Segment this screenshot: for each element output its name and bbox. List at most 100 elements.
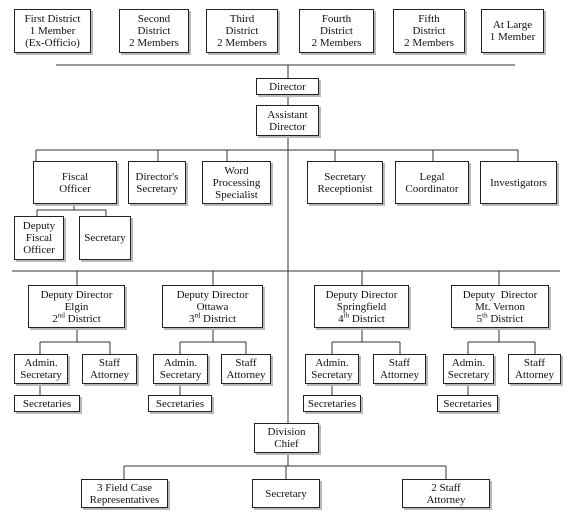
ottawa-attorney-line-1: Staff	[235, 357, 257, 369]
assistant-director-line-1: Assistant	[267, 108, 308, 121]
springfield-city: Springfield	[336, 300, 387, 313]
elgin-district-suffix: nd	[57, 310, 65, 319]
springfield-secretaries-label: Secretaries	[307, 397, 357, 410]
springfield-admin-line-1: Admin.	[315, 357, 349, 369]
springfield-attorney-line-1: Staff	[388, 357, 411, 369]
ottawa-admin-line-2: Secretary	[159, 369, 202, 381]
ottawa-admin-secretary-box: Admin.Secretary	[153, 354, 208, 384]
board-at-large-line-1: At Large	[492, 19, 533, 31]
division-attorney-line-1: 2 Staff	[431, 481, 461, 494]
deputy-fiscal-line-2: Fiscal	[25, 232, 53, 244]
legal-coordinator-line-1: Legal	[419, 170, 445, 183]
springfield-district-word: District	[351, 312, 385, 325]
ottawa-district-suffix: rd	[194, 310, 201, 319]
mt-vernon-admin-line-1: Admin.	[451, 357, 486, 369]
springfield-attorney-line-2: Attorney	[379, 369, 420, 381]
word-processing-line-1: Word	[224, 164, 249, 177]
elgin-attorney-line-2: Attorney	[89, 369, 130, 381]
director-label: Director	[269, 80, 306, 93]
board-first-line-3: (Ex-Officio)	[25, 37, 80, 49]
directors-secretary-line-2: Secretary	[136, 182, 178, 195]
fiscal-officer-line-1: Fiscal	[61, 170, 89, 183]
investigators-label: Investigators	[490, 176, 547, 189]
ottawa-district-word: District	[203, 312, 237, 325]
secretary-receptionist-line-1: Secretary	[324, 170, 366, 183]
word-processing-line-3: Specialist	[215, 188, 258, 201]
springfield-admin-line-2: Secretary	[311, 369, 353, 381]
board-first-line-2: 1 Member	[29, 25, 76, 37]
division-secretary-label: Secretary	[265, 487, 307, 500]
fiscal-secretary-label: Secretary	[84, 232, 126, 244]
mt-vernon-district-word: District	[490, 312, 524, 325]
board-third-line-1: Third	[229, 13, 255, 25]
board-fifth-line-1: Fifth	[418, 13, 440, 25]
board-second-line-2: District	[137, 25, 171, 37]
mt-vernon-district-number: 5	[476, 312, 483, 325]
word-processing-line-2: Processing	[212, 176, 261, 189]
elgin-district-number: 2	[52, 312, 58, 325]
ottawa-secretaries-label: Secretaries	[155, 397, 205, 410]
board-second-line-1: Second	[137, 13, 171, 25]
division-chief-line-1: Division	[267, 426, 306, 438]
field-reps-line-2: Representatives	[89, 493, 160, 506]
secretary-receptionist-line-2: Receptionist	[317, 182, 373, 195]
mt-vernon-title: Deputy Director	[462, 288, 538, 301]
elgin-district-word: District	[67, 312, 101, 325]
mt-vernon-admin-secretary-box: Admin.Secretary	[443, 354, 494, 384]
board-fourth-line-2: District	[319, 25, 353, 37]
mt-vernon-admin-line-2: Secretary	[447, 369, 490, 381]
board-third-line-3: 2 Members	[217, 37, 267, 49]
director-box: Director	[256, 78, 319, 95]
fiscal-secretary-box: Secretary	[79, 216, 131, 260]
ottawa-city: Ottawa	[196, 300, 229, 313]
board-second-line-3: 2 Members	[129, 37, 179, 49]
mt-vernon-district-suffix: th	[482, 310, 488, 319]
ottawa-secretaries-box: Secretaries	[148, 395, 212, 412]
division-attorney-line-2: Attorney	[426, 493, 466, 506]
ottawa-district-number: 3	[188, 312, 195, 325]
elgin-admin-secretary-box: Admin.Secretary	[14, 354, 68, 384]
deputy-fiscal-line-3: Officer	[23, 244, 55, 256]
division-chief-line-2: Chief	[274, 438, 299, 450]
board-first-line-1: First District	[24, 13, 81, 25]
mt-vernon-secretaries-box: Secretaries	[437, 395, 498, 412]
fiscal-officer-line-2: Officer	[59, 182, 91, 195]
board-fifth-line-2: District	[412, 25, 446, 37]
elgin-admin-line-2: Secretary	[20, 369, 62, 381]
board-at-large-line-2: 1 Member	[489, 31, 536, 43]
elgin-city: Elgin	[64, 300, 89, 313]
mt-vernon-city: Mt. Vernon	[475, 300, 525, 313]
elgin-secretaries-box: Secretaries	[14, 395, 80, 412]
ottawa-title: Deputy Director	[176, 288, 249, 301]
board-fourth-line-1: Fourth	[321, 13, 352, 25]
mt-vernon-attorney-line-1: Staff	[523, 357, 546, 369]
elgin-title: Deputy Director	[40, 288, 113, 301]
springfield-admin-secretary-box: Admin.Secretary	[305, 354, 359, 384]
deputy-fiscal-line-1: Deputy	[22, 220, 56, 232]
elgin-attorney-line-1: Staff	[98, 357, 121, 369]
springfield-district-number: 4	[338, 312, 344, 325]
mt-vernon-attorney-line-2: Attorney	[514, 369, 555, 381]
board-fourth-line-3: 2 Members	[311, 37, 362, 49]
